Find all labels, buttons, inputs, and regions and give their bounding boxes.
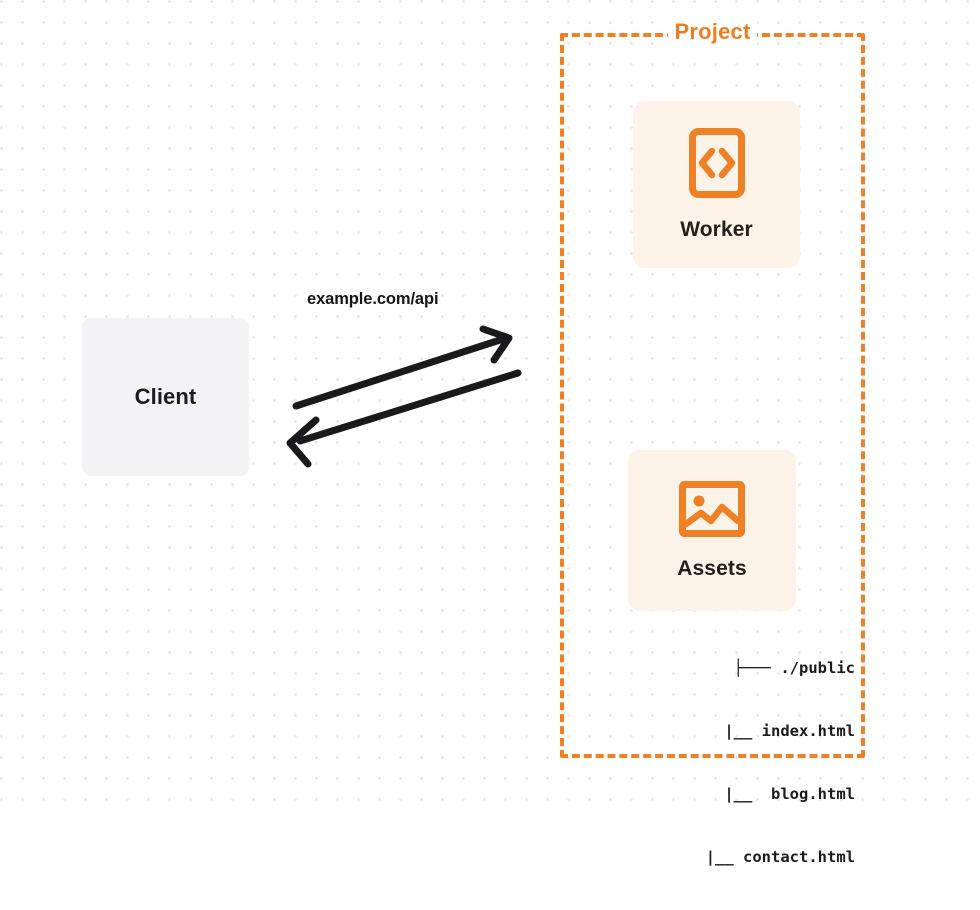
worker-card[interactable]: Worker [633,101,800,268]
assets-card[interactable]: Assets [628,450,796,611]
connection-label: example.com/api [307,290,439,308]
project-group: Project Worker Assets [560,19,865,866]
client-label: Client [134,384,197,409]
assets-card-label: Assets [677,557,747,580]
code-brackets-icon [688,127,746,204]
response-arrow [286,369,522,468]
assets-file-tree: ├─── ./public |__ index.html |__ blog.ht… [610,616,855,910]
file-tree-row: |__ contact.html [705,848,855,866]
worker-card-label: Worker [680,218,753,241]
request-arrow [292,325,513,410]
image-icon [678,480,746,543]
file-tree-row: ├─── ./public [733,659,855,677]
project-title: Project [667,19,758,45]
file-tree-row: |__ blog.html [687,785,855,803]
client-node: Client [82,318,249,476]
diagram-canvas: Client example.com/api Project [0,0,980,866]
file-tree-row: |__ index.html [687,722,855,740]
